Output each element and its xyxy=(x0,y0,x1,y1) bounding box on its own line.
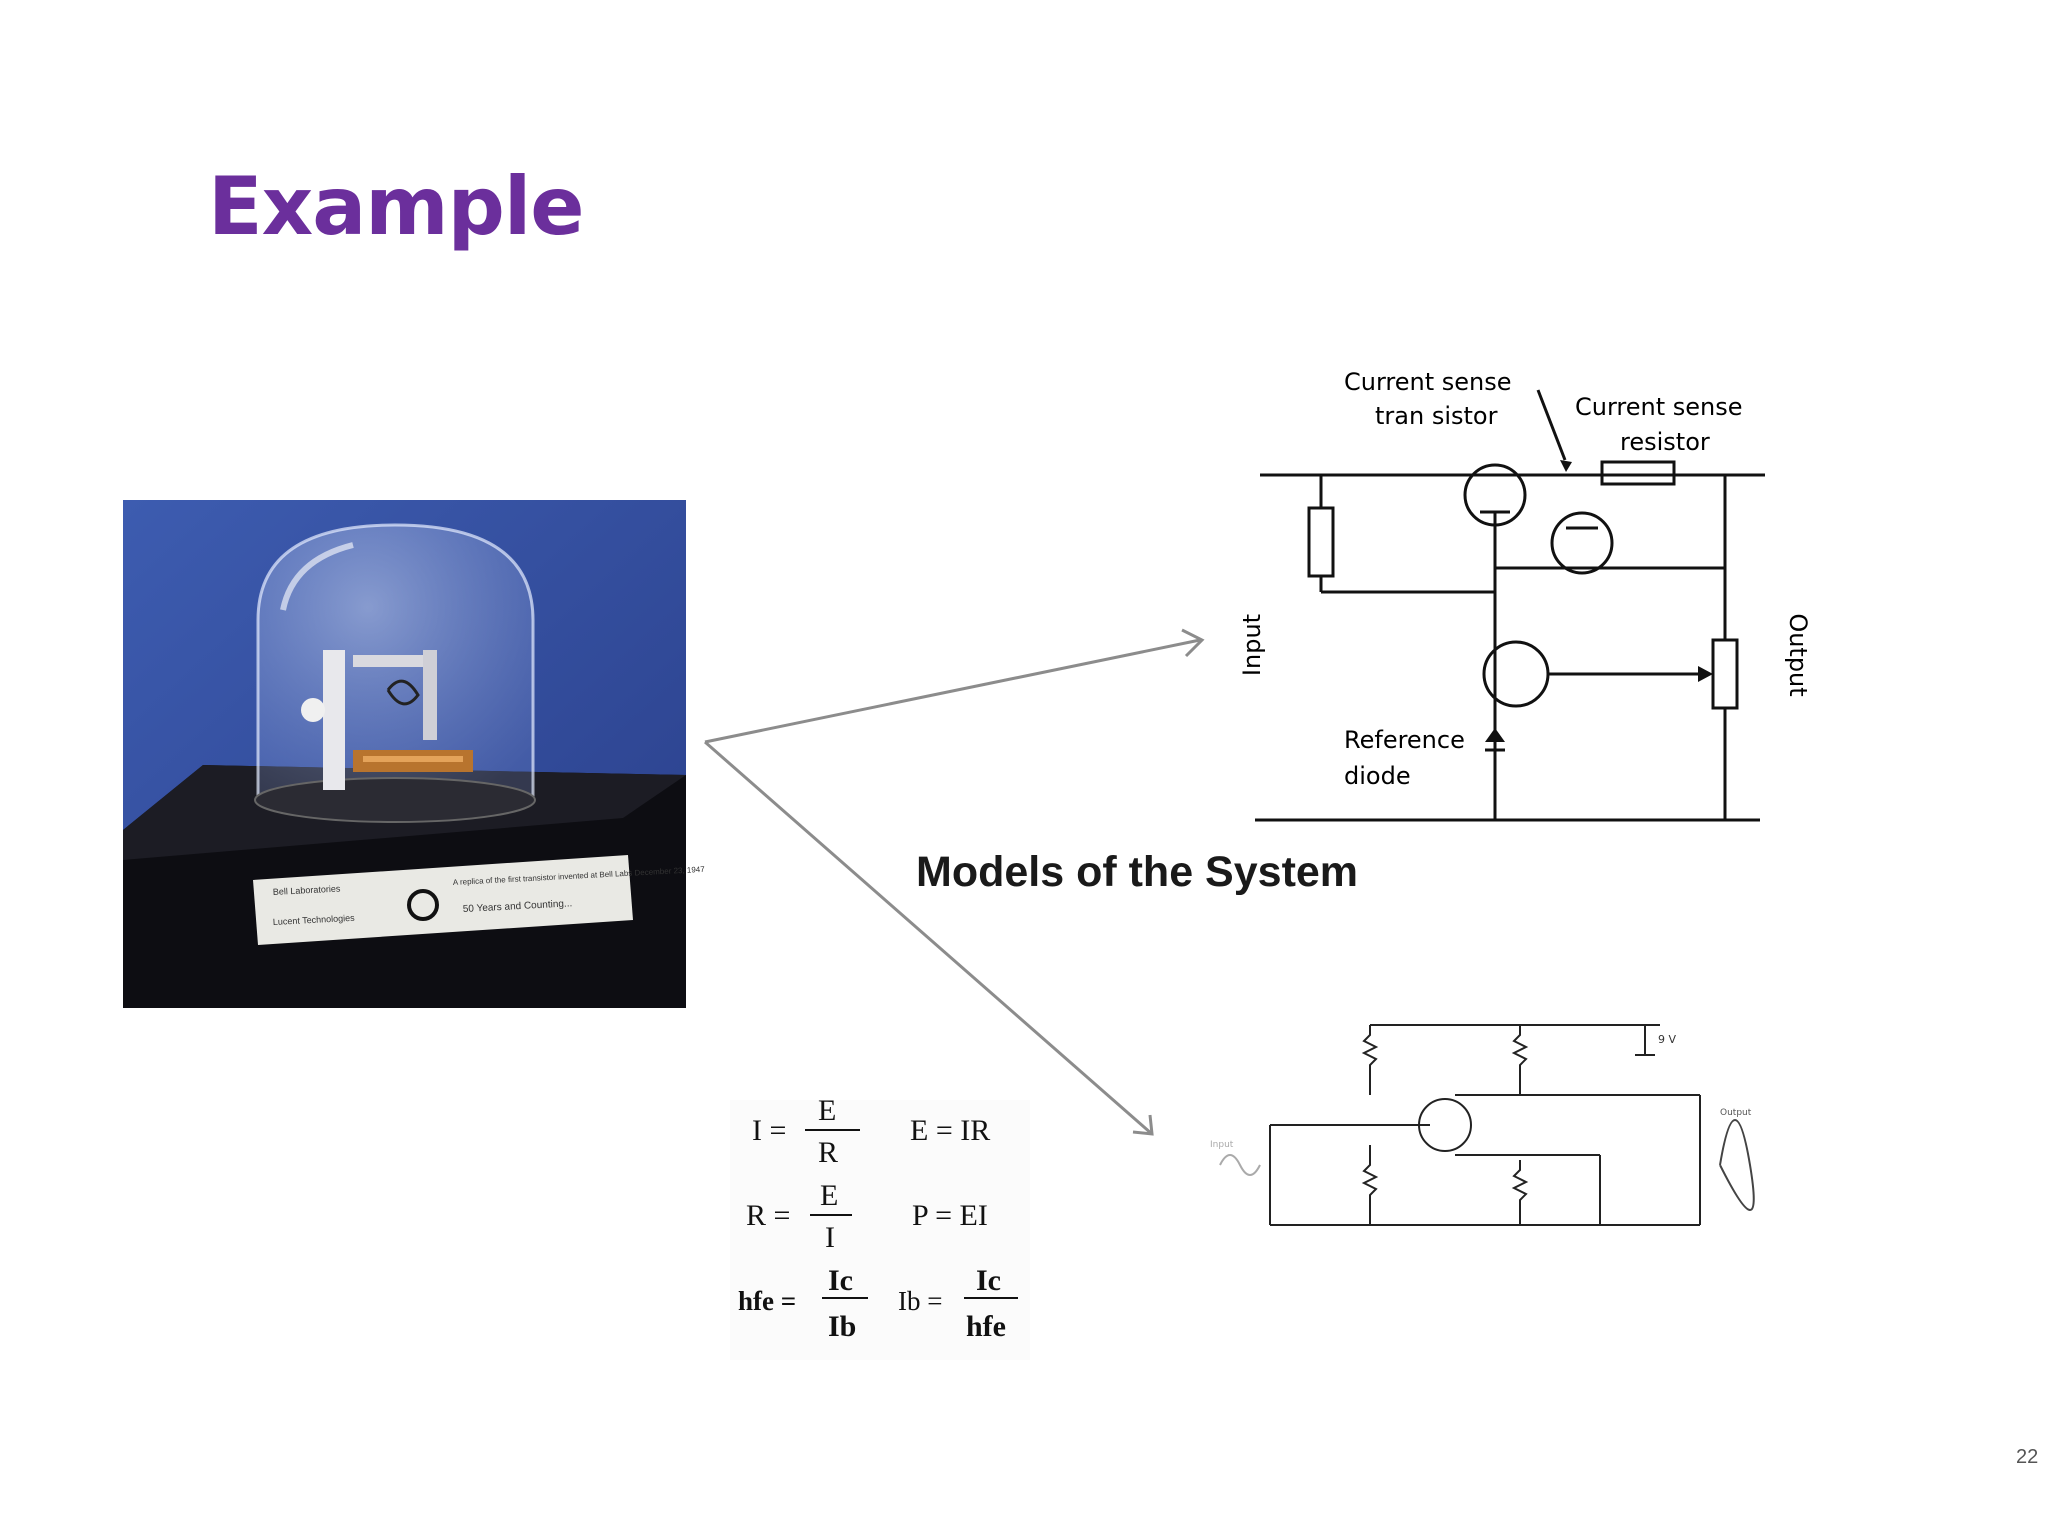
eq-hfe-den: Ib xyxy=(828,1310,856,1343)
eq-ohm-resistance-den: I xyxy=(825,1221,835,1254)
page-number: 22 xyxy=(2016,1446,2039,1468)
eq-hfe-lhs: hfe = xyxy=(738,1286,796,1316)
regulator-circuit-diagram: Current sense tran sistor Current sense … xyxy=(1238,368,1812,822)
reference-diode xyxy=(1485,728,1505,742)
eq-ohm-resistance-lhs: R = xyxy=(746,1199,790,1232)
eq-hfe-num: Ic xyxy=(828,1264,853,1297)
output-resistor xyxy=(1711,638,1739,710)
eq-ohm-resistance-num: E xyxy=(820,1179,838,1212)
sense-transistor xyxy=(1550,511,1614,575)
arrow-to-amplifier xyxy=(704,740,1153,1136)
input-resistor xyxy=(1307,506,1335,578)
label-reference-diode: Reference xyxy=(1344,726,1465,754)
eq-ohm-current-den: R xyxy=(818,1136,838,1169)
sense-resistor xyxy=(1600,460,1676,486)
slide-title: Example xyxy=(208,160,585,253)
label-current-sense-resistor: Current sense xyxy=(1575,393,1743,421)
amp-input-label: Input xyxy=(1210,1140,1234,1150)
supply-voltage: 9 V xyxy=(1658,1033,1676,1046)
label-current-sense-transistor: Current sense xyxy=(1344,368,1512,396)
eq-power: P = EI xyxy=(912,1199,988,1232)
eq-ohm-current-num: E xyxy=(818,1094,836,1127)
amplifier-circuit-diagram: 9 V Input Output xyxy=(1210,1024,1755,1226)
circuit-equations: I = E R E = IR R = E I P = EI hfe = Ic I… xyxy=(730,1094,1030,1360)
eq-ohm-voltage: E = IR xyxy=(910,1114,990,1147)
label-current-sense-transistor-2: tran sistor xyxy=(1375,402,1498,430)
eq-ib-den: hfe xyxy=(966,1310,1006,1343)
models-caption: Models of the System xyxy=(916,848,1359,896)
eq-ib-lhs: Ib = xyxy=(898,1286,942,1316)
transistor-replica-photo: Bell Laboratories Lucent Technologies A … xyxy=(123,500,705,1008)
label-current-sense-resistor-2: resistor xyxy=(1620,428,1710,456)
arrow-to-regulator xyxy=(704,638,1201,744)
plaque-text-bottom-left: Lucent Technologies xyxy=(273,913,356,927)
amp-output-label: Output xyxy=(1720,1108,1752,1118)
eq-ib-num: Ic xyxy=(976,1264,1001,1297)
plaque-text-top-left: Bell Laboratories xyxy=(273,883,341,897)
label-input: Input xyxy=(1238,614,1266,676)
label-output: Output xyxy=(1784,613,1812,696)
eq-ohm-current-lhs: I = xyxy=(752,1114,786,1147)
label-reference-diode-2: diode xyxy=(1344,762,1411,790)
